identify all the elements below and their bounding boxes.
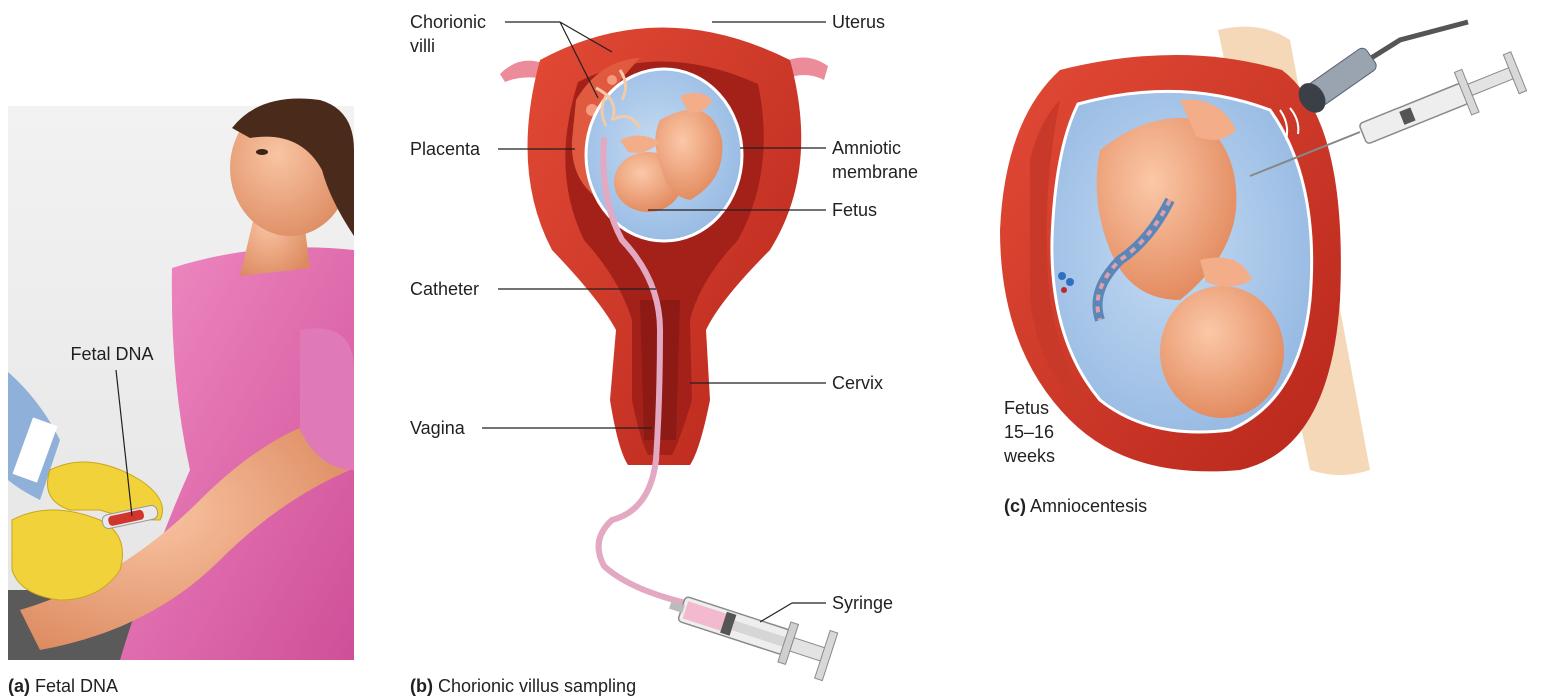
fetal-dna-label: Fetal DNA: [70, 344, 153, 364]
vagina-label: Vagina: [410, 418, 466, 438]
fetus-weeks-label-line2: 15–16: [1004, 422, 1054, 442]
syringe: [663, 581, 838, 680]
panel-b-illustration: [500, 28, 838, 681]
caption-c: (c) Amniocentesis: [1004, 496, 1147, 516]
caption-b-text: Chorionic villus sampling: [438, 676, 636, 696]
caption-a-letter: (a): [8, 676, 30, 696]
caption-b-letter: (b): [410, 676, 433, 696]
chorionic-villi-label-line1: Chorionic: [410, 12, 486, 32]
caption-c-letter: (c): [1004, 496, 1026, 516]
panel-a-illustration: [8, 99, 354, 660]
syringe-label: Syringe: [832, 593, 893, 613]
amniotic-membrane-label-line1: Amniotic: [832, 138, 901, 158]
fetus-weeks-label-line1: Fetus: [1004, 398, 1049, 418]
fetus-head-c: [1160, 286, 1284, 418]
fetus-label: Fetus: [832, 200, 877, 220]
panel-c-illustration: [1000, 22, 1527, 475]
uterus-label: Uterus: [832, 12, 885, 32]
caption-b: (b) Chorionic villus sampling: [410, 676, 636, 696]
placenta-label: Placenta: [410, 139, 481, 159]
caption-c-text: Amniocentesis: [1030, 496, 1147, 516]
ultrasound-probe: [1293, 43, 1380, 117]
amnio-syringe: [1354, 50, 1527, 156]
cervix-label: Cervix: [832, 373, 883, 393]
amniotic-membrane-label-line2: membrane: [832, 162, 918, 182]
caption-a-text: Fetal DNA: [35, 676, 118, 696]
catheter-label: Catheter: [410, 279, 479, 299]
caption-a: (a) Fetal DNA: [8, 676, 118, 696]
chorionic-villi-label-line2: villi: [410, 36, 435, 56]
fetus-weeks-label-line3: weeks: [1003, 446, 1055, 466]
